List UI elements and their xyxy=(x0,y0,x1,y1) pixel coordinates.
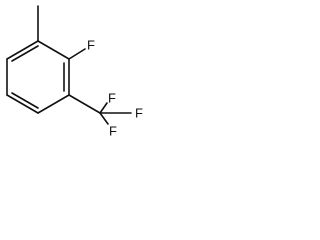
atom-label-fluorine-bottom: F xyxy=(109,124,117,139)
atom-label-fluorine-ring: F xyxy=(87,38,95,53)
cf3-f-top-bond xyxy=(99,102,108,114)
fluorine-bond xyxy=(68,48,86,60)
ring-bond-left-upper xyxy=(6,40,39,60)
cf3-f-bottom-bond xyxy=(99,112,109,125)
ring-double-bond-bottom-left xyxy=(11,92,39,109)
atom-label-fluorine-right: F xyxy=(135,106,143,121)
ring-bond-top xyxy=(37,40,70,60)
structure-diagram: F F F F xyxy=(6,5,143,139)
ring-double-bond-upper-left xyxy=(11,45,39,62)
ring-bond-bottom xyxy=(6,94,39,114)
atom-label-fluorine-top: F xyxy=(108,91,116,106)
ring-bond-right-lower xyxy=(37,94,70,114)
cf3-bond xyxy=(68,94,101,114)
